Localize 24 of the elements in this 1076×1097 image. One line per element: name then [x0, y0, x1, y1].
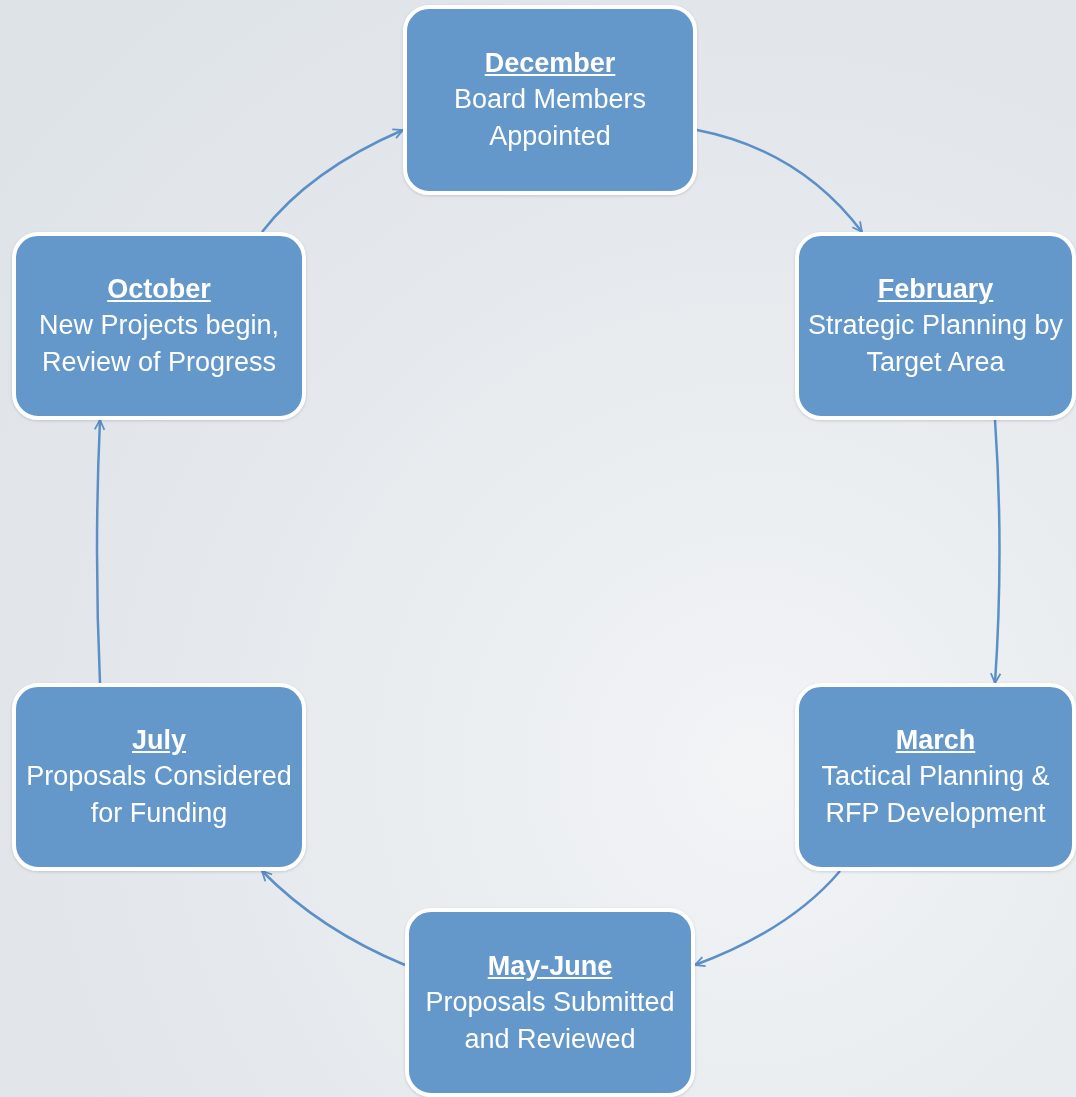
- stage-box: [795, 683, 1076, 871]
- stage-month: October: [107, 273, 211, 306]
- stage-box: [795, 232, 1076, 420]
- stage-box: [403, 5, 697, 195]
- stage-description: New Projects begin, Review of Progress: [37, 309, 281, 379]
- arrow: [989, 419, 1002, 684]
- stage-month: February: [877, 273, 994, 306]
- arrow: [93, 419, 106, 684]
- stage-month: December: [484, 47, 616, 80]
- stage-description: Tactical Planning & RFP Development: [820, 760, 1051, 830]
- arrow: [694, 870, 841, 967]
- stage-description: Proposals Considered for Funding: [25, 760, 293, 830]
- stage-description: Board Members Appointed: [452, 83, 648, 153]
- arrow: [696, 128, 863, 233]
- stage-description: Strategic Planning by Target Area: [807, 309, 1064, 379]
- stage-month: May-June: [487, 949, 613, 983]
- arrow: [261, 128, 404, 233]
- stage-description: Proposals Submitted and Reviewed: [424, 985, 676, 1056]
- arrow: [261, 870, 406, 967]
- stage-box: [12, 232, 306, 420]
- stage-month: July: [132, 724, 186, 757]
- stage-box: [405, 908, 695, 1097]
- stage-box: [12, 683, 306, 871]
- stage-month: March: [895, 724, 976, 757]
